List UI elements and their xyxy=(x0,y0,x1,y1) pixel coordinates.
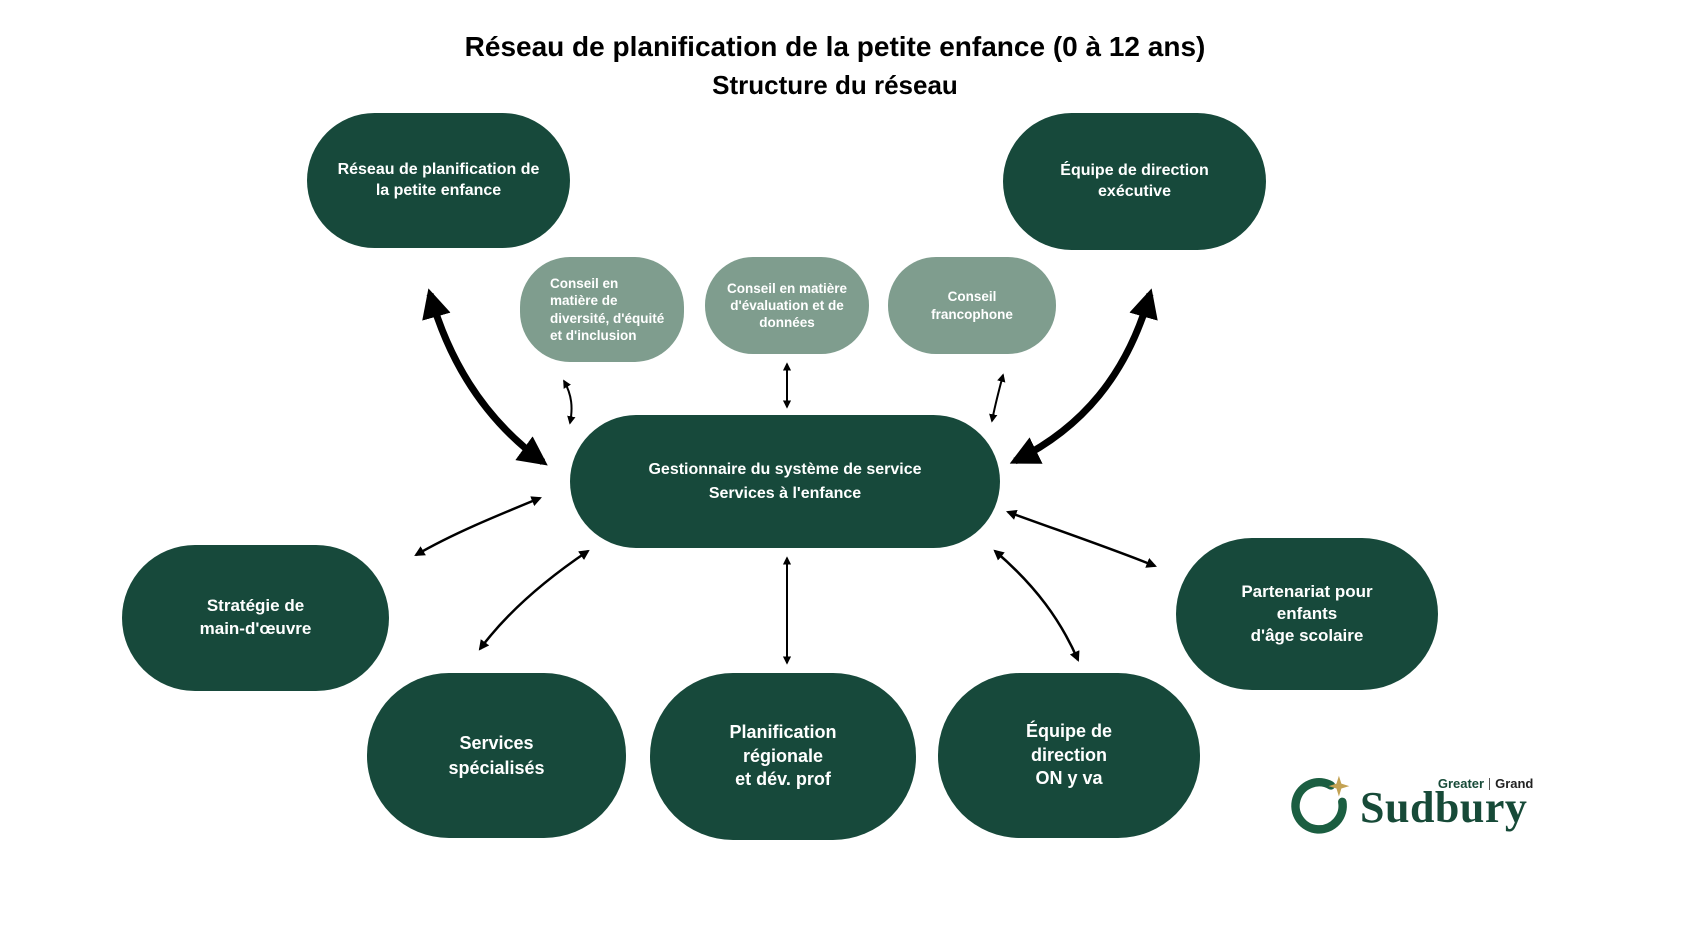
arrow-gestionnaire-partenariat xyxy=(1006,509,1157,568)
node-gestionnaire-systeme-service: Gestionnaire du système de service Servi… xyxy=(570,415,1000,548)
sudbury-logo-tag-grand: Grand xyxy=(1495,776,1534,791)
sudbury-logo-tag-separator xyxy=(1489,777,1491,790)
node-partenariat-enfants-age-scolaire-label: Partenariat pour enfants d'âge scolaire xyxy=(1241,581,1373,646)
sudbury-logo-name: Sudbury xyxy=(1360,783,1528,832)
node-gestionnaire-systeme-service-label: Gestionnaire du système de service Servi… xyxy=(648,461,922,502)
node-equipe-direction-executive-label: Équipe de direction exécutive xyxy=(1060,161,1209,200)
node-conseil-diversite-label: Conseil en matière de diversité, d'équit… xyxy=(550,275,665,343)
sudbury-logo: Sudbury Greater Grand xyxy=(1288,765,1568,843)
node-strategie-main-doeuvre-label: Stratégie de main-d'œuvre xyxy=(199,596,312,638)
node-reseau-planification-label: Réseau de planification de la petite enf… xyxy=(337,160,540,199)
node-planification-regionale: Planification régionale et dév. prof xyxy=(650,673,916,840)
node-equipe-direction-on-y-va: Équipe de direction ON y va xyxy=(938,673,1200,838)
node-reseau-planification: Réseau de planification de la petite enf… xyxy=(307,113,570,248)
sudbury-logo-tag-greater: Greater xyxy=(1437,776,1485,791)
node-conseil-francophone: Conseil francophone xyxy=(888,257,1056,354)
node-planification-regionale-label: Planification régionale et dév. prof xyxy=(729,722,837,790)
sudbury-logo-tagline: Greater Grand xyxy=(1438,776,1534,791)
node-strategie-main-doeuvre: Stratégie de main-d'œuvre xyxy=(122,545,389,691)
node-conseil-evaluation: Conseil en matière d'évaluation et de do… xyxy=(705,257,869,354)
arrow-gestionnaire-onyva xyxy=(993,549,1080,662)
node-partenariat-enfants-age-scolaire: Partenariat pour enfants d'âge scolaire xyxy=(1176,538,1438,690)
arrow-francophone-gestionnaire xyxy=(989,373,1006,423)
node-conseil-diversite: Conseil en matière de diversité, d'équit… xyxy=(520,257,684,362)
node-conseil-francophone-label: Conseil francophone xyxy=(931,289,1013,322)
node-services-specialises: Services spécialisés xyxy=(367,673,626,838)
node-equipe-direction-executive: Équipe de direction exécutive xyxy=(1003,113,1266,250)
node-conseil-evaluation-label: Conseil en matière d'évaluation et de do… xyxy=(726,280,848,331)
arrow-gestionnaire-services xyxy=(478,549,590,651)
sudbury-logo-swoosh-icon xyxy=(1291,775,1350,834)
node-equipe-direction-on-y-va-label: Équipe de direction ON y va xyxy=(1025,721,1112,789)
title-line2: Structure du réseau xyxy=(712,69,958,100)
node-services-specialises-label: Services spécialisés xyxy=(448,733,545,778)
title-line1: Réseau de planification de la petite enf… xyxy=(464,31,1206,62)
sudbury-logo-text: Sudbury Greater Grand xyxy=(1360,776,1533,832)
arrow-diversite-gestionnaire xyxy=(563,379,576,425)
diagram-title: Réseau de planification de la petite enf… xyxy=(300,30,1370,101)
arrow-gestionnaire-strategie xyxy=(414,496,542,557)
